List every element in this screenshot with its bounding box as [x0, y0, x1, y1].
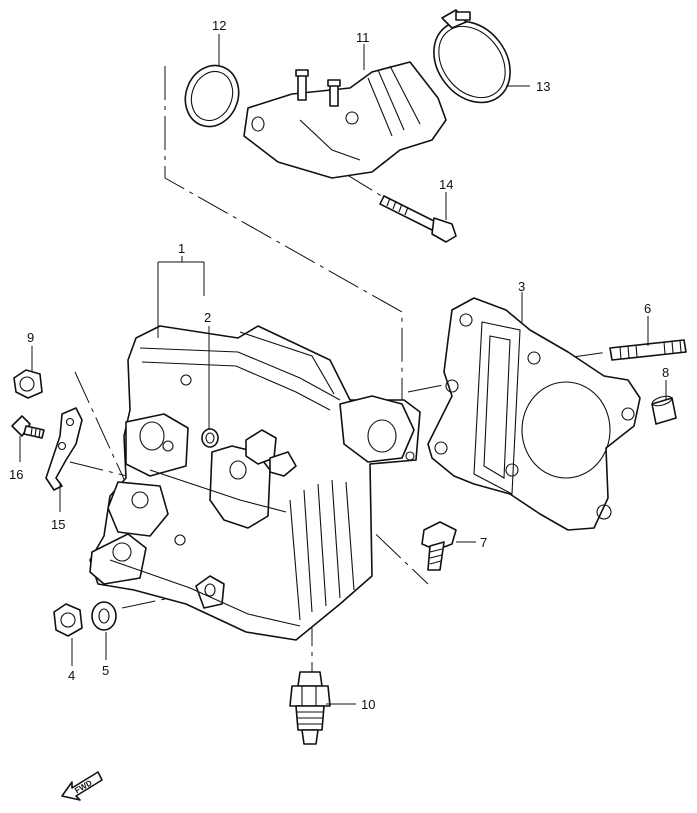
intake-pipe-11 [243, 61, 447, 179]
callout-14: 14 [439, 177, 453, 192]
nut-4 [53, 603, 83, 637]
callout-2: 2 [204, 310, 211, 325]
bolt-7 [421, 521, 457, 571]
callout-15: 15 [51, 517, 65, 532]
callout-9: 9 [27, 330, 34, 345]
callout-4: 4 [68, 668, 75, 683]
callout-7: 7 [480, 535, 487, 550]
bolt-14 [379, 195, 457, 243]
callout-labels: 12 11 13 14 1 2 3 6 8 9 16 15 7 4 5 10 [9, 18, 669, 712]
callout-5: 5 [102, 663, 109, 678]
stud-6 [609, 339, 687, 361]
dowel-pin-8 [651, 395, 677, 425]
bracket-15 [45, 407, 83, 491]
callout-16: 16 [9, 467, 23, 482]
cylinder-head-1 [89, 325, 421, 641]
callout-8: 8 [662, 365, 669, 380]
callout-11: 11 [356, 30, 370, 45]
callout-12: 12 [212, 18, 226, 33]
cap-nut-9 [13, 369, 43, 399]
callout-10: 10 [361, 697, 375, 712]
bolt-16 [11, 415, 45, 439]
callout-13: 13 [536, 79, 550, 94]
callout-1: 1 [178, 241, 185, 256]
spark-plug-10 [289, 671, 331, 745]
callout-6: 6 [644, 301, 651, 316]
hose-clamp-13 [433, 9, 511, 104]
forward-direction-arrow: FWD [61, 771, 103, 801]
seal-2 [201, 428, 219, 448]
leader-lines [19, 34, 667, 705]
washer-5 [91, 601, 117, 631]
gasket-3 [427, 297, 641, 531]
o-ring-12 [184, 64, 240, 128]
callout-3: 3 [518, 279, 525, 294]
